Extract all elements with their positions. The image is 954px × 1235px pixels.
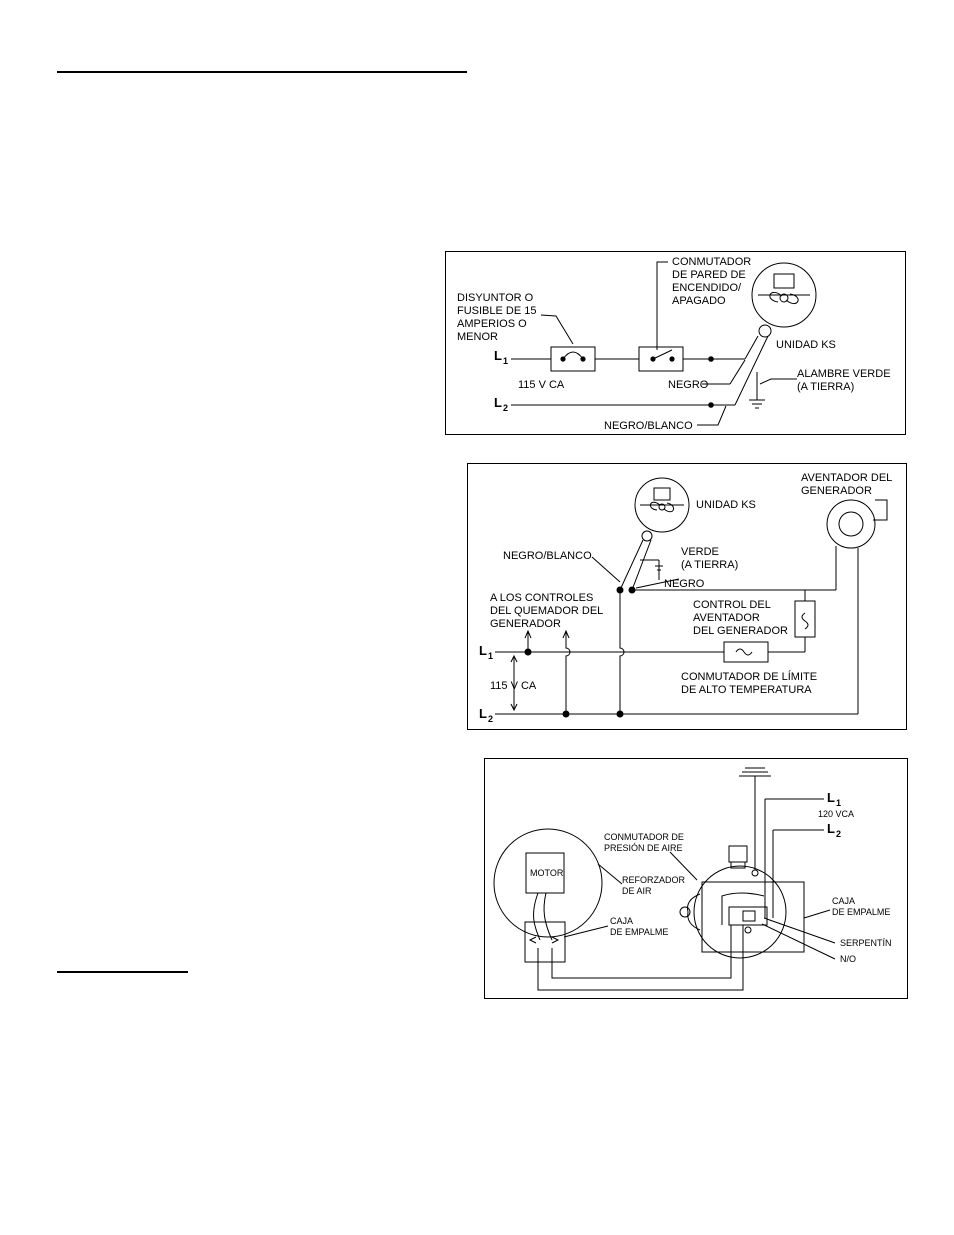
wiring-diagram-2: AVENTADOR DEL GENERADOR UNIDAD KS NEGRO/… — [467, 463, 907, 730]
header-rule — [57, 71, 467, 73]
switch-label-1: CONMUTADOR — [672, 256, 751, 268]
voltage-label: 115 V CA — [518, 379, 565, 391]
junction-box-left — [524, 921, 566, 963]
booster-label-1: REFORZADOR — [622, 875, 686, 885]
fan-control-label-1: CONTROL DEL — [693, 599, 771, 611]
black-white-label: NEGRO/BLANCO — [503, 550, 592, 562]
black-wire-label: NEGRO — [664, 578, 705, 590]
ks-unit-conduit — [641, 530, 653, 542]
switch-label-3: ENCENDIDO/ — [672, 282, 742, 294]
voltage-label: 120 VCA — [818, 809, 854, 819]
l1-label: L — [494, 348, 502, 363]
unit-label: UNIDAD KS — [776, 339, 836, 351]
pressure-switch-fitting — [728, 845, 748, 863]
l2-label: L — [827, 821, 835, 836]
breaker-label-4: MENOR — [457, 331, 498, 343]
fan-control-label-3: DEL GENERADOR — [693, 625, 788, 637]
l1-label: L — [827, 790, 835, 805]
junction-box-right-label-1: CAJA — [832, 896, 855, 906]
coil-label: SERPENTÍN — [840, 938, 892, 948]
black-white-label: NEGRO/BLANCO — [604, 420, 693, 432]
voltage-label: 115 V CA — [490, 680, 537, 692]
controls-label-1: A LOS CONTROLES — [490, 592, 593, 604]
fan-control-label-2: AVENTADOR — [693, 612, 760, 624]
pressure-switch-housing — [693, 865, 787, 959]
booster-label-2: DE AIR — [622, 886, 652, 896]
wall-switch-box — [638, 346, 684, 372]
breaker-label-2: FUSIBLE DE 15 — [457, 305, 536, 317]
switch-label-4: APAGADO — [672, 295, 726, 307]
blower-housing — [826, 499, 876, 549]
wiring-diagram-1-svg: DISYUNTOR O FUSIBLE DE 15 AMPERIOS O MEN… — [457, 256, 891, 432]
green-wire-label-2: (A TIERRA) — [797, 381, 854, 393]
l1-subscript: 1 — [503, 356, 508, 366]
black-wire-label: NEGRO — [668, 379, 709, 391]
green-wire-label-1: ALAMBRE VERDE — [797, 368, 891, 380]
junction-box-left-label-2: DE EMPALME — [610, 927, 668, 937]
unit-label: UNIDAD KS — [696, 499, 756, 511]
blower-label-1: AVENTADOR DEL — [801, 472, 892, 484]
l2-label: L — [494, 395, 502, 410]
motor-box — [525, 852, 565, 894]
wiring-diagram-2-svg: AVENTADOR DEL GENERADOR UNIDAD KS NEGRO/… — [479, 472, 892, 724]
switch-label-2: DE PARED DE — [672, 269, 746, 281]
wall-switch-symbol — [652, 349, 673, 360]
l1-subscript: 1 — [836, 798, 841, 808]
junction-box-right — [701, 881, 805, 953]
green-wire-label-2: (A TIERRA) — [681, 559, 738, 571]
ks-unit-outline — [751, 262, 817, 328]
l2-subscript: 2 — [836, 829, 841, 839]
wiring-diagram-3-svg: L 1 120 VCA L 2 CONMUTADOR DE PRESIÓN DE… — [493, 767, 892, 991]
l2-label: L — [479, 706, 487, 721]
green-wire-label-1: VERDE — [681, 546, 719, 558]
pressure-switch-label-2: PRESIÓN DE AIRE — [604, 843, 683, 853]
blower-label-2: GENERADOR — [801, 485, 872, 497]
wiring-diagram-1: DISYUNTOR O FUSIBLE DE 15 AMPERIOS O MEN… — [445, 251, 906, 435]
limit-switch-label-2: DE ALTO TEMPERATURA — [681, 684, 812, 696]
breaker-box — [550, 346, 596, 372]
section-rule — [57, 971, 188, 973]
controls-label-3: GENERADOR — [490, 618, 561, 630]
breaker-symbol — [562, 351, 584, 360]
coil-box — [728, 906, 768, 926]
limit-switch-box — [723, 641, 769, 663]
junction-box-right-label-2: DE EMPALME — [832, 907, 890, 917]
limit-switch-label-1: CONMUTADOR DE LÍMITE — [681, 670, 817, 683]
l1-subscript: 1 — [488, 651, 493, 661]
controls-label-2: DEL QUEMADOR DEL — [490, 605, 603, 617]
l2-subscript: 2 — [488, 714, 493, 724]
wiring-diagram-3: L 1 120 VCA L 2 CONMUTADOR DE PRESIÓN DE… — [484, 758, 908, 999]
breaker-label-1: DISYUNTOR O — [457, 292, 534, 304]
junction-box-left-label-1: CAJA — [610, 916, 633, 926]
normally-open-label: N/O — [840, 954, 856, 964]
fan-control-box — [794, 600, 816, 638]
motor-housing — [493, 828, 603, 938]
breaker-label-3: AMPERIOS O — [457, 318, 527, 330]
l2-subscript: 2 — [503, 403, 508, 413]
pressure-switch-label-1: CONMUTADOR DE — [604, 832, 684, 842]
ks-unit-conduit — [758, 324, 772, 338]
motor-label: MOTOR — [530, 868, 564, 878]
ks-unit-outline — [634, 477, 690, 533]
l1-label: L — [479, 643, 487, 658]
